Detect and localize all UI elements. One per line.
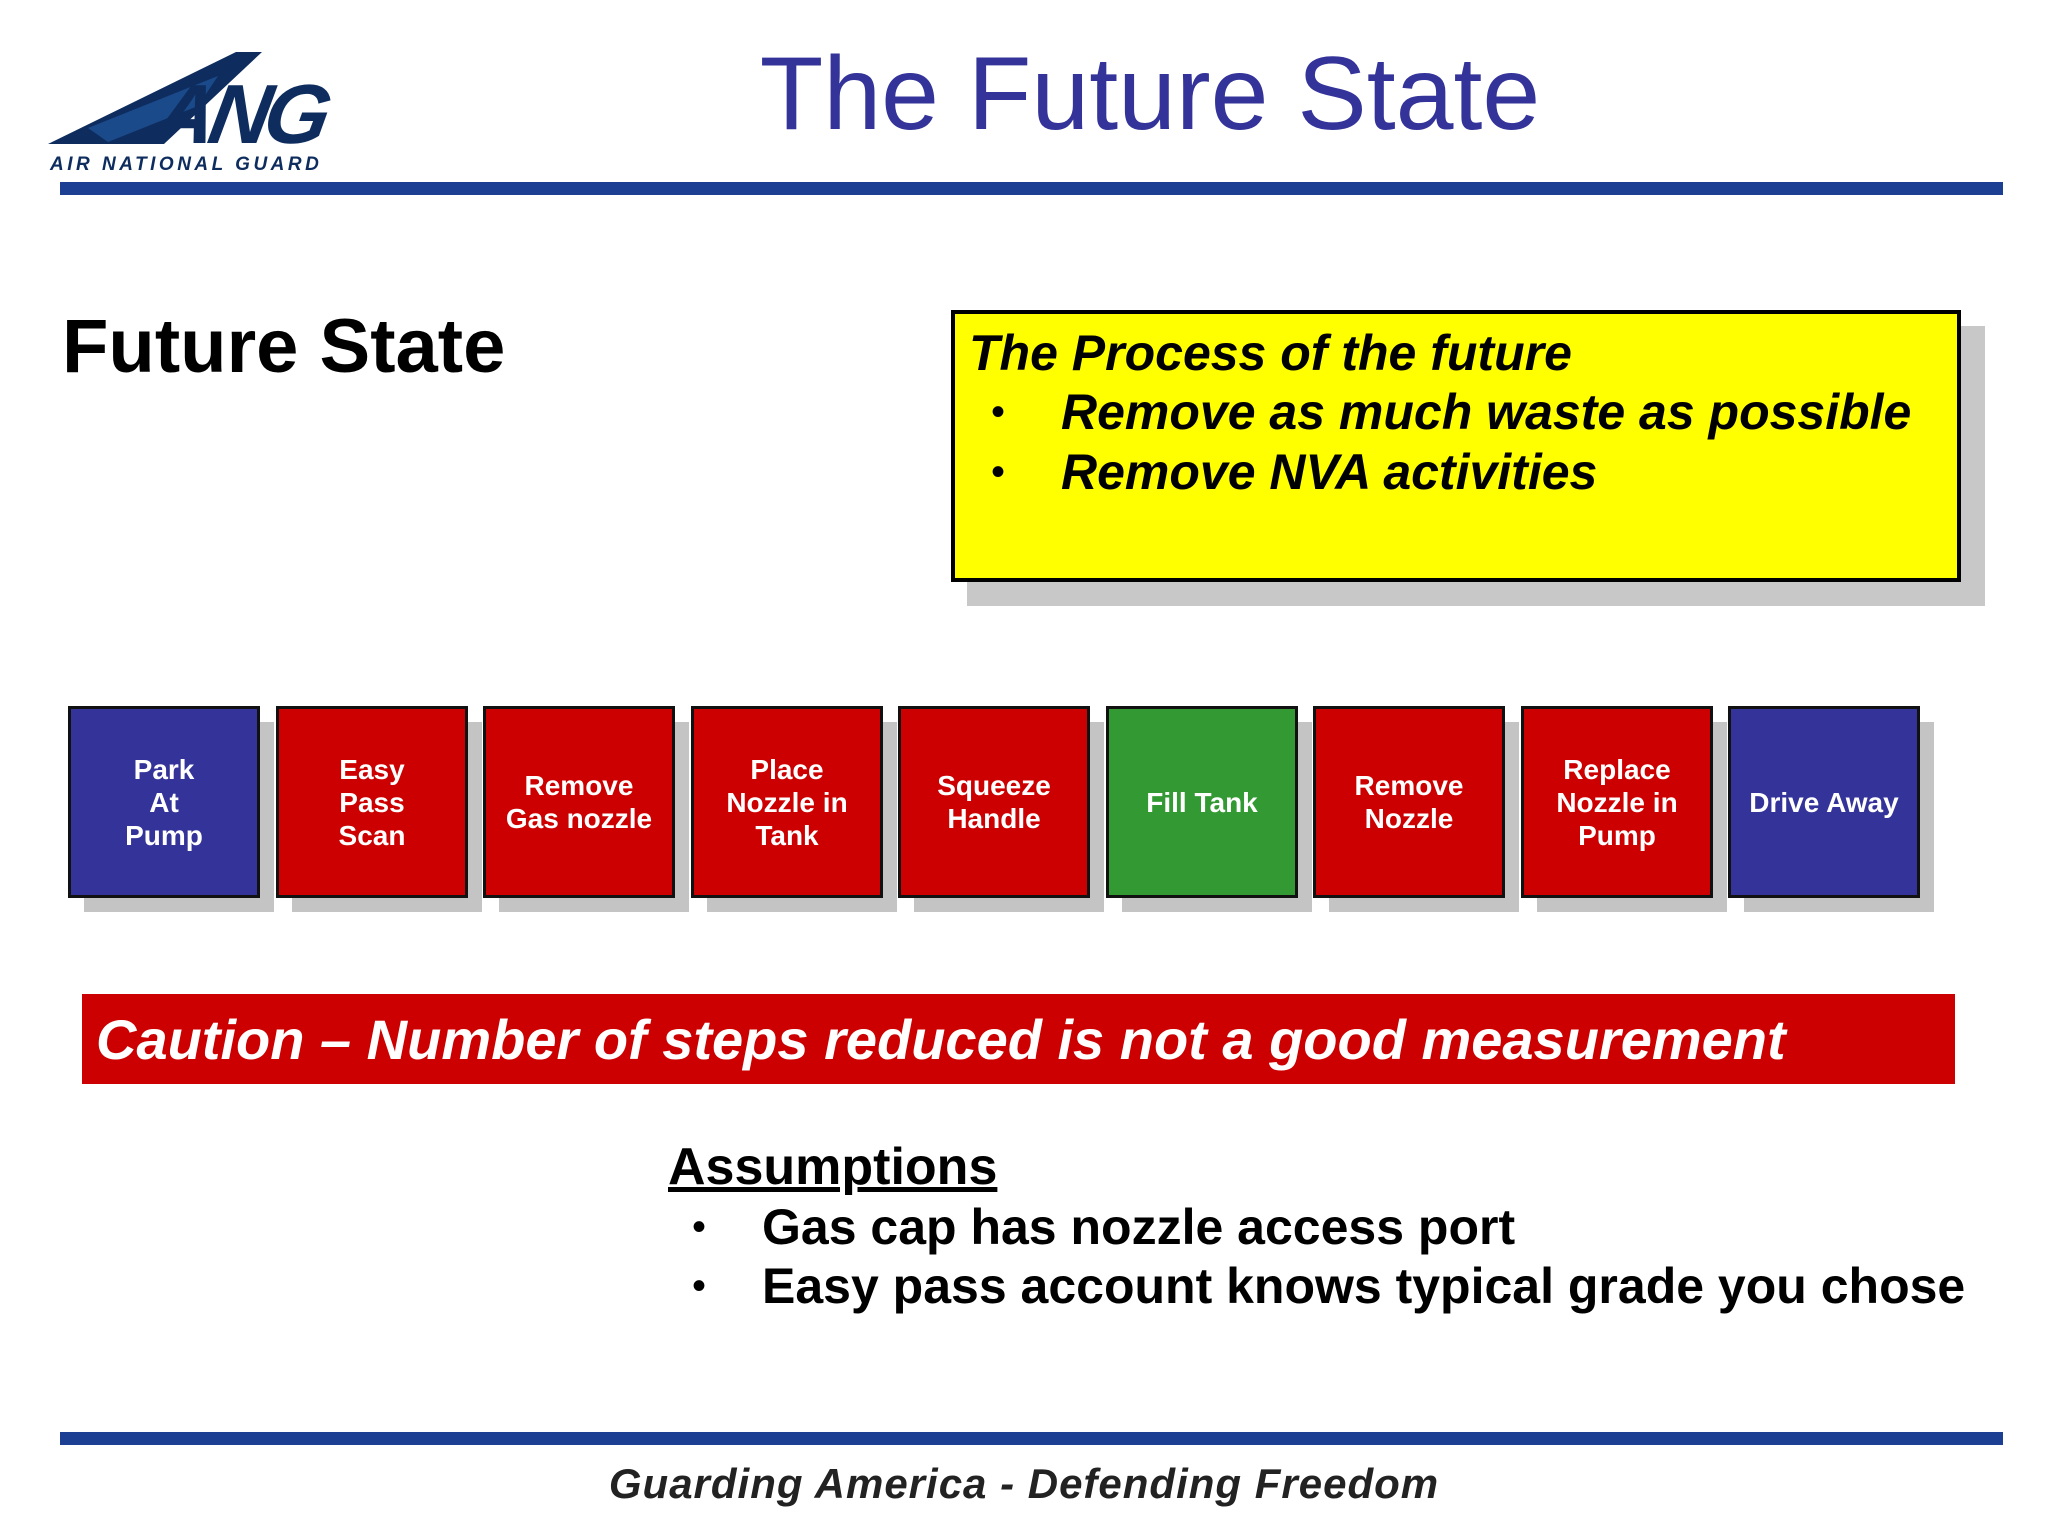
process-step-label: Easy Pass Scan <box>338 753 406 851</box>
process-step-label: Park At Pump <box>125 753 203 851</box>
process-step: Remove Gas nozzle <box>483 706 675 898</box>
process-step-label: Remove Nozzle <box>1354 770 1464 834</box>
process-step-label: Remove Gas nozzle <box>505 770 653 834</box>
assumption-item: • Easy pass account knows typical grade … <box>668 1257 1968 1316</box>
footer-tagline: Guarding America - Defending Freedom <box>608 1460 1440 1507</box>
process-step-label: Squeeze Handle <box>937 770 1051 834</box>
process-step: Park At Pump <box>68 706 260 898</box>
process-step-label: Drive Away <box>1749 786 1899 818</box>
caution-text: Caution – Number of steps reduced is not… <box>96 1007 1786 1071</box>
process-step-label: Replace Nozzle in Pump <box>1556 753 1678 851</box>
process-step: Drive Away <box>1728 706 1920 898</box>
process-flow: Park At Pump Easy Pass Scan Remove Gas noz… <box>68 706 1934 912</box>
process-step-label: Fill Tank <box>1146 786 1258 818</box>
future-process-callout: The Process of the future • Remove as mu… <box>951 310 1961 582</box>
process-step: Replace Nozzle in Pump <box>1521 706 1713 898</box>
process-step-label: Place Nozzle in Tank <box>726 753 848 851</box>
bullet-icon: • <box>991 450 1006 494</box>
assumption-text: Gas cap has nozzle access port <box>762 1199 1516 1255</box>
assumptions-list: • Gas cap has nozzle access port • Easy … <box>668 1198 1968 1316</box>
caution-banner: Caution – Number of steps reduced is not… <box>82 994 1955 1084</box>
bullet-icon: • <box>692 1264 707 1308</box>
callout-item-text: Remove as much waste as possible <box>1061 384 1912 440</box>
process-step: Easy Pass Scan <box>276 706 468 898</box>
slide-title: The Future State <box>759 36 1541 152</box>
bottom-divider <box>60 1432 2003 1445</box>
assumptions-heading: Assumptions <box>668 1138 998 1196</box>
process-step: Squeeze Handle <box>898 706 1090 898</box>
process-step: Place Nozzle in Tank <box>691 706 883 898</box>
callout-item: • Remove NVA activities <box>969 442 1957 502</box>
process-step: Fill Tank <box>1106 706 1298 898</box>
callout-title: The Process of the future <box>969 325 1572 381</box>
process-step: Remove Nozzle <box>1313 706 1505 898</box>
callout-list: • Remove as much waste as possible • Rem… <box>969 382 1957 502</box>
bullet-icon: • <box>991 390 1006 434</box>
callout-item-text: Remove NVA activities <box>1061 444 1598 500</box>
callout-item: • Remove as much waste as possible <box>969 382 1957 442</box>
assumption-text: Easy pass account knows typical grade yo… <box>762 1258 1966 1314</box>
logo-subtitle: AIR NATIONAL GUARD <box>50 154 323 175</box>
assumptions-section: Assumptions • Gas cap has nozzle access … <box>668 1136 1968 1316</box>
assumption-item: • Gas cap has nozzle access port <box>668 1198 1968 1257</box>
jet-wing-icon <box>48 52 262 144</box>
bullet-icon: • <box>692 1205 707 1249</box>
top-divider <box>60 182 2003 195</box>
ang-logo: ANG AIR NATIONAL GUARD <box>48 46 378 180</box>
section-heading: Future State <box>62 304 506 389</box>
